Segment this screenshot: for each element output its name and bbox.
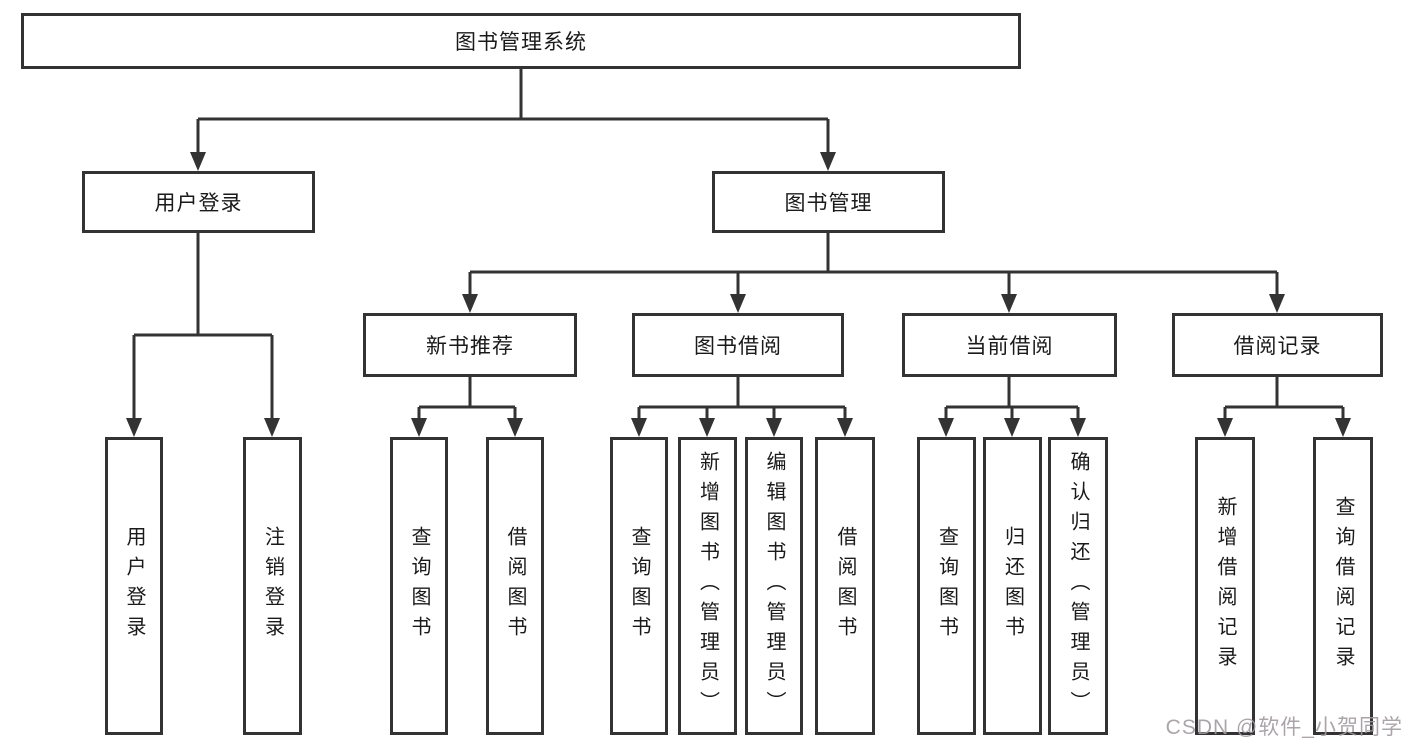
leaf-logout: 注销登录 — [243, 437, 302, 735]
node-user-login-label: 用户登录 — [154, 192, 243, 215]
leaf-query-book-borrow-label: 查询图书 — [628, 526, 650, 646]
leaf-confirm-return-admin: 确认归还（管理员） — [1048, 437, 1108, 735]
tree-edges — [132, 69, 1345, 420]
leaf-return-book: 归还图书 — [983, 437, 1042, 735]
leaf-borrow-book-recommend-label: 借阅图书 — [504, 526, 526, 646]
node-current-borrow-label: 当前借阅 — [965, 335, 1054, 358]
leaf-add-borrow-record-label: 新增借阅记录 — [1214, 496, 1236, 676]
leaf-return-book-label: 归还图书 — [1001, 526, 1024, 646]
node-root-label: 图书管理系统 — [455, 31, 587, 54]
leaf-borrow-book-recommend: 借阅图书 — [486, 437, 544, 735]
node-book-management-label: 图书管理 — [784, 192, 873, 215]
leaf-borrow-book-label: 借阅图书 — [834, 526, 856, 646]
node-borrow-record: 借阅记录 — [1172, 313, 1383, 377]
leaf-query-book-recommend: 查询图书 — [390, 437, 448, 735]
node-root: 图书管理系统 — [21, 13, 1021, 69]
node-book-management: 图书管理 — [712, 171, 945, 233]
leaf-confirm-return-admin-label: 确认归还（管理员） — [1067, 451, 1089, 721]
csdn-watermark: CSDN @软件_小贺同学 — [1165, 716, 1403, 739]
leaf-edit-book-admin-label: 编辑图书（管理员） — [763, 451, 785, 721]
leaf-logout-label: 注销登录 — [261, 526, 284, 646]
leaf-user-login: 用户登录 — [105, 437, 163, 735]
leaf-query-borrow-record-label: 查询借阅记录 — [1332, 496, 1354, 676]
node-book-borrow-label: 图书借阅 — [694, 335, 782, 358]
leaf-user-login-label: 用户登录 — [123, 526, 145, 646]
leaf-query-current-borrow: 查询图书 — [917, 437, 976, 735]
node-book-borrow: 图书借阅 — [632, 313, 844, 377]
leaf-add-book-admin-label: 新增图书（管理员） — [696, 451, 719, 721]
arrow-heads — [126, 152, 1351, 437]
leaf-query-borrow-record: 查询借阅记录 — [1313, 437, 1373, 735]
leaf-edit-book-admin: 编辑图书（管理员） — [745, 437, 803, 735]
leaf-query-book-borrow: 查询图书 — [610, 437, 668, 735]
node-borrow-record-label: 借阅记录 — [1233, 335, 1322, 358]
leaf-add-borrow-record: 新增借阅记录 — [1195, 437, 1255, 735]
node-user-login: 用户登录 — [82, 171, 315, 233]
node-new-book-recommend-label: 新书推荐 — [426, 335, 514, 358]
leaf-query-current-borrow-label: 查询图书 — [935, 526, 958, 646]
leaf-add-book-admin: 新增图书（管理员） — [678, 437, 737, 735]
node-current-borrow: 当前借阅 — [902, 313, 1117, 377]
node-new-book-recommend: 新书推荐 — [363, 313, 577, 377]
leaf-query-book-recommend-label: 查询图书 — [408, 526, 430, 646]
leaf-borrow-book: 借阅图书 — [815, 437, 875, 735]
